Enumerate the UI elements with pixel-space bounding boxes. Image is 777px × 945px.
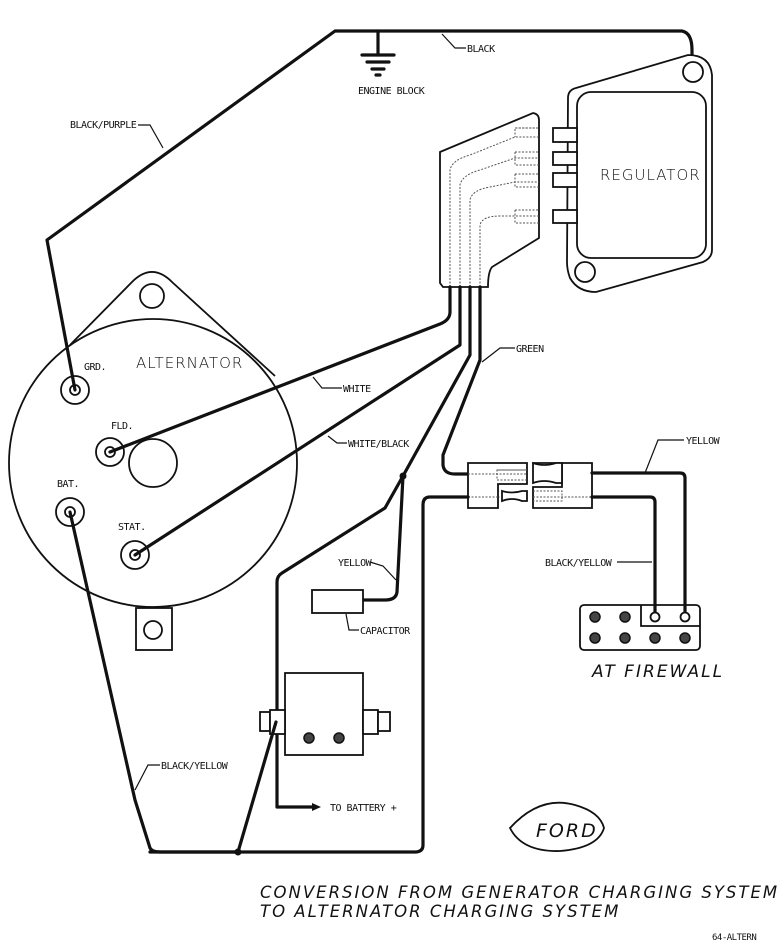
wire-label-black-yellow-battery: BLACK/YELLOW — [161, 761, 229, 772]
arrow-icon — [312, 803, 321, 811]
firewall-terminal-block — [579, 604, 701, 651]
wire-label-black: BLACK — [467, 44, 495, 55]
wire-yellow-junction — [401, 285, 472, 478]
ford-label: FORD — [536, 820, 598, 842]
wire-label-yellow-capacitor: YELLOW — [338, 558, 373, 569]
wire-white — [108, 285, 452, 454]
regulator-label: REGULATOR — [600, 166, 701, 184]
terminal-stat — [120, 540, 150, 570]
wire-black-purple — [45, 29, 694, 392]
wire-label-black-purple: BLACK/PURPLE — [70, 120, 137, 131]
junction-dot — [234, 848, 242, 856]
terminal-label-bat: BAT. — [57, 479, 79, 490]
terminal-fld — [95, 437, 125, 467]
wire-label-black-yellow-firewall: BLACK/YELLOW — [545, 558, 613, 569]
wire-black-yellow-battery — [68, 510, 278, 854]
wire-connector-to-battery-junction — [148, 495, 470, 854]
capacitor — [311, 589, 364, 614]
wire-black-yellow-firewall — [590, 495, 657, 619]
firewall-label: AT FIREWALL — [591, 662, 724, 682]
alternator: ALTERNATOR GRD. FLD. BAT. STAT. — [8, 271, 298, 651]
alternator-label: ALTERNATOR — [136, 354, 243, 372]
ford-logo: FORD — [508, 801, 605, 852]
wire-label-green: GREEN — [516, 344, 544, 355]
wire-white-black — [133, 285, 462, 557]
regulator: REGULATOR — [552, 54, 713, 293]
capacitor-label: CAPACITOR — [360, 626, 411, 637]
to-battery-label: TO BATTERY + — [330, 803, 397, 814]
regulator-connector — [439, 112, 540, 288]
wire-label-yellow-firewall: YELLOW — [686, 436, 721, 447]
drawing-id: 64-ALTERN — [712, 933, 756, 943]
wire-to-battery — [275, 474, 405, 809]
terminal-label-stat: STAT. — [118, 522, 146, 533]
terminal-label-grd: GRD. — [84, 362, 106, 373]
wire-label-white-black: WHITE/BLACK — [348, 439, 409, 450]
engine-block-label: ENGINE BLOCK — [358, 86, 425, 97]
title-line-2: TO ALTERNATOR CHARGING SYSTEM — [260, 902, 620, 921]
ground-symbol — [360, 53, 396, 77]
title-line-1: CONVERSION FROM GENERATOR CHARGING SYSTE… — [260, 883, 777, 902]
terminal-grd — [60, 375, 90, 405]
wire-green — [441, 285, 482, 476]
inline-connector — [467, 461, 593, 509]
wire-yellow-firewall — [590, 471, 687, 619]
starter-relay — [259, 672, 391, 756]
terminal-label-fld: FLD. — [111, 421, 133, 432]
wire-yellow-capacitor — [361, 474, 405, 602]
wire-label-white: WHITE — [343, 384, 371, 395]
